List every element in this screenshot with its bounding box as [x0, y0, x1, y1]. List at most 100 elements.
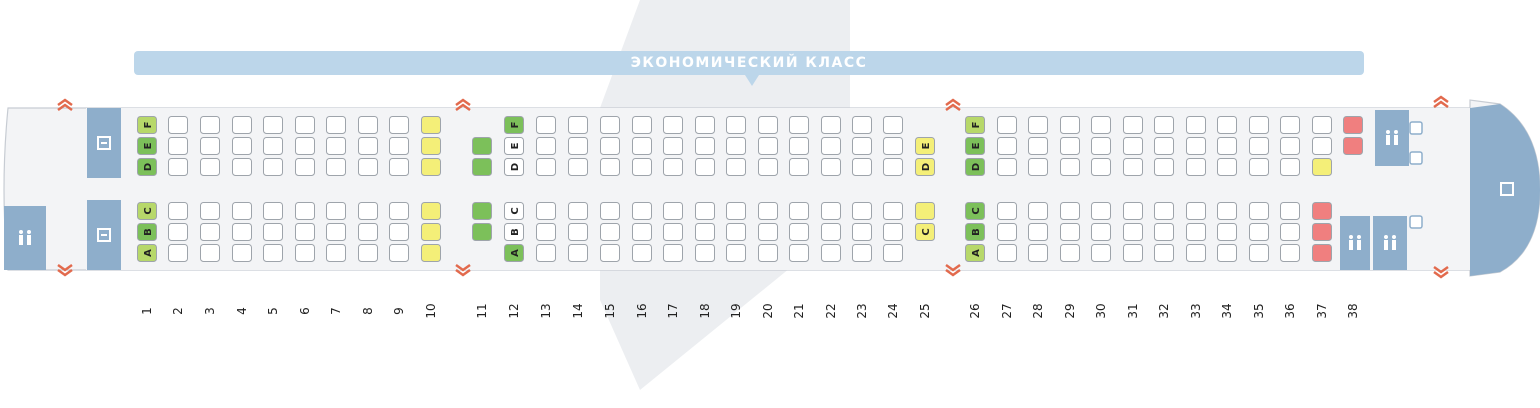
seat[interactable]: [1028, 244, 1048, 262]
seat[interactable]: [997, 223, 1017, 241]
seat[interactable]: [821, 223, 841, 241]
seat[interactable]: [389, 202, 409, 220]
seat[interactable]: [695, 223, 715, 241]
seat[interactable]: [997, 202, 1017, 220]
seat[interactable]: [568, 223, 588, 241]
seat[interactable]: [568, 116, 588, 134]
seat[interactable]: [1312, 116, 1332, 134]
seat[interactable]: [326, 202, 346, 220]
seat[interactable]: [421, 202, 441, 220]
seat[interactable]: [389, 116, 409, 134]
seat[interactable]: [1312, 137, 1332, 155]
seat[interactable]: A: [504, 244, 524, 262]
seat[interactable]: C: [915, 223, 935, 241]
seat[interactable]: [1028, 202, 1048, 220]
seat[interactable]: [1091, 244, 1111, 262]
seat[interactable]: [1060, 202, 1080, 220]
seat[interactable]: [1123, 202, 1143, 220]
seat[interactable]: [789, 223, 809, 241]
seat[interactable]: [1186, 244, 1206, 262]
seat[interactable]: [1280, 244, 1300, 262]
seat[interactable]: [600, 202, 620, 220]
seat[interactable]: [1249, 244, 1269, 262]
seat[interactable]: [358, 137, 378, 155]
seat[interactable]: [200, 137, 220, 155]
seat[interactable]: [726, 158, 746, 176]
seat[interactable]: A: [965, 244, 985, 262]
seat[interactable]: [758, 116, 778, 134]
seat[interactable]: [726, 202, 746, 220]
seat[interactable]: [758, 137, 778, 155]
seat[interactable]: [295, 116, 315, 134]
seat[interactable]: [600, 244, 620, 262]
seat[interactable]: [232, 116, 252, 134]
seat[interactable]: [168, 137, 188, 155]
seat[interactable]: [1217, 137, 1237, 155]
seat[interactable]: [1217, 116, 1237, 134]
seat[interactable]: E: [137, 137, 157, 155]
seat[interactable]: [421, 137, 441, 155]
seat[interactable]: [1249, 202, 1269, 220]
seat[interactable]: [600, 223, 620, 241]
seat[interactable]: [263, 137, 283, 155]
seat[interactable]: B: [965, 223, 985, 241]
seat[interactable]: [1217, 202, 1237, 220]
seat[interactable]: [232, 137, 252, 155]
seat[interactable]: [883, 244, 903, 262]
seat[interactable]: [726, 116, 746, 134]
seat[interactable]: [1280, 116, 1300, 134]
seat[interactable]: [852, 158, 872, 176]
seat[interactable]: [536, 158, 556, 176]
seat[interactable]: [1154, 116, 1174, 134]
seat[interactable]: [295, 244, 315, 262]
seat[interactable]: [568, 158, 588, 176]
seat[interactable]: [695, 116, 715, 134]
seat[interactable]: D: [504, 158, 524, 176]
seat[interactable]: [1028, 116, 1048, 134]
seat[interactable]: D: [137, 158, 157, 176]
seat[interactable]: [821, 116, 841, 134]
seat[interactable]: [1060, 116, 1080, 134]
seat[interactable]: [1123, 137, 1143, 155]
seat[interactable]: [1186, 137, 1206, 155]
seat[interactable]: [726, 244, 746, 262]
seat[interactable]: [758, 202, 778, 220]
seat[interactable]: [852, 116, 872, 134]
seat[interactable]: [632, 244, 652, 262]
seat[interactable]: [663, 202, 683, 220]
seat[interactable]: [726, 137, 746, 155]
seat[interactable]: [600, 137, 620, 155]
seat[interactable]: [695, 158, 715, 176]
seat[interactable]: [421, 244, 441, 262]
seat[interactable]: C: [504, 202, 524, 220]
seat[interactable]: [1280, 137, 1300, 155]
seat[interactable]: [326, 158, 346, 176]
seat[interactable]: [358, 158, 378, 176]
seat[interactable]: [536, 244, 556, 262]
seat[interactable]: [1186, 116, 1206, 134]
seat[interactable]: D: [915, 158, 935, 176]
seat[interactable]: [663, 244, 683, 262]
seat[interactable]: [1186, 223, 1206, 241]
seat[interactable]: [632, 223, 652, 241]
seat[interactable]: [536, 137, 556, 155]
seat[interactable]: [1249, 116, 1269, 134]
seat[interactable]: [1154, 137, 1174, 155]
seat[interactable]: [1123, 244, 1143, 262]
seat[interactable]: F: [504, 116, 524, 134]
seat[interactable]: [536, 223, 556, 241]
seat[interactable]: [1280, 223, 1300, 241]
seat[interactable]: [883, 137, 903, 155]
seat[interactable]: [536, 116, 556, 134]
seat[interactable]: [695, 202, 715, 220]
seat[interactable]: [168, 116, 188, 134]
seat[interactable]: [789, 158, 809, 176]
seat[interactable]: [1091, 202, 1111, 220]
seat[interactable]: [472, 137, 492, 155]
seat[interactable]: [295, 137, 315, 155]
seat[interactable]: [263, 158, 283, 176]
seat[interactable]: [1091, 116, 1111, 134]
seat[interactable]: [852, 137, 872, 155]
seat[interactable]: [1123, 158, 1143, 176]
seat[interactable]: [1280, 202, 1300, 220]
